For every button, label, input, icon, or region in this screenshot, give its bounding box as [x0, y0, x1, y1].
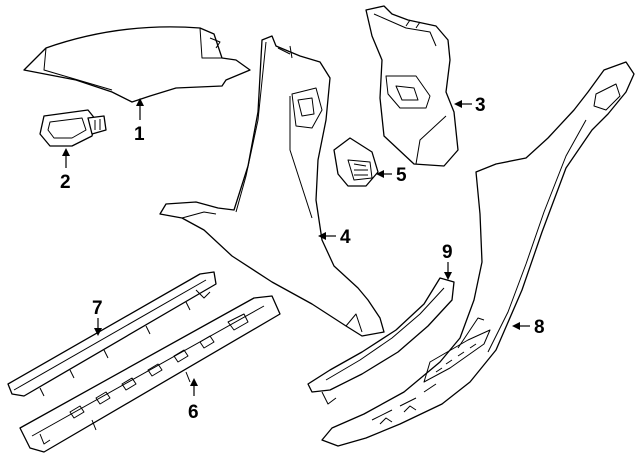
arrow-6 [190, 378, 198, 386]
callout-labels: 1 2 3 4 5 6 7 8 9 [60, 95, 545, 423]
part-1-a-pillar-trim [23, 26, 251, 103]
callout-7: 7 [92, 298, 103, 319]
callout-1: 1 [134, 124, 145, 145]
part-2-trim-clip [39, 109, 107, 147]
callout-2: 2 [60, 172, 71, 193]
callout-8: 8 [534, 317, 545, 338]
callout-9: 9 [442, 242, 453, 263]
arrow-5 [376, 170, 384, 178]
leader-lines [62, 98, 530, 396]
arrow-9 [444, 272, 452, 280]
part-3-upper-b-pillar-cover [365, 5, 459, 167]
arrow-7 [94, 328, 102, 336]
callout-3: 3 [475, 95, 486, 116]
arrow-8 [512, 322, 520, 330]
callout-6: 6 [188, 402, 199, 423]
callout-4: 4 [340, 227, 351, 248]
arrow-4 [318, 232, 326, 240]
part-5-vent-insert [333, 137, 379, 187]
part-4-b-pillar-trim [159, 35, 385, 337]
part-8-sill-trim-panel [321, 61, 635, 447]
part-6-sill-plate-lower [19, 295, 281, 453]
part-9-strip-trim [307, 277, 455, 405]
arrow-3 [454, 100, 462, 108]
arrow-2 [62, 148, 70, 156]
arrow-1 [136, 98, 144, 106]
part-7-sill-plate-upper [7, 271, 217, 397]
callout-5: 5 [396, 165, 407, 186]
